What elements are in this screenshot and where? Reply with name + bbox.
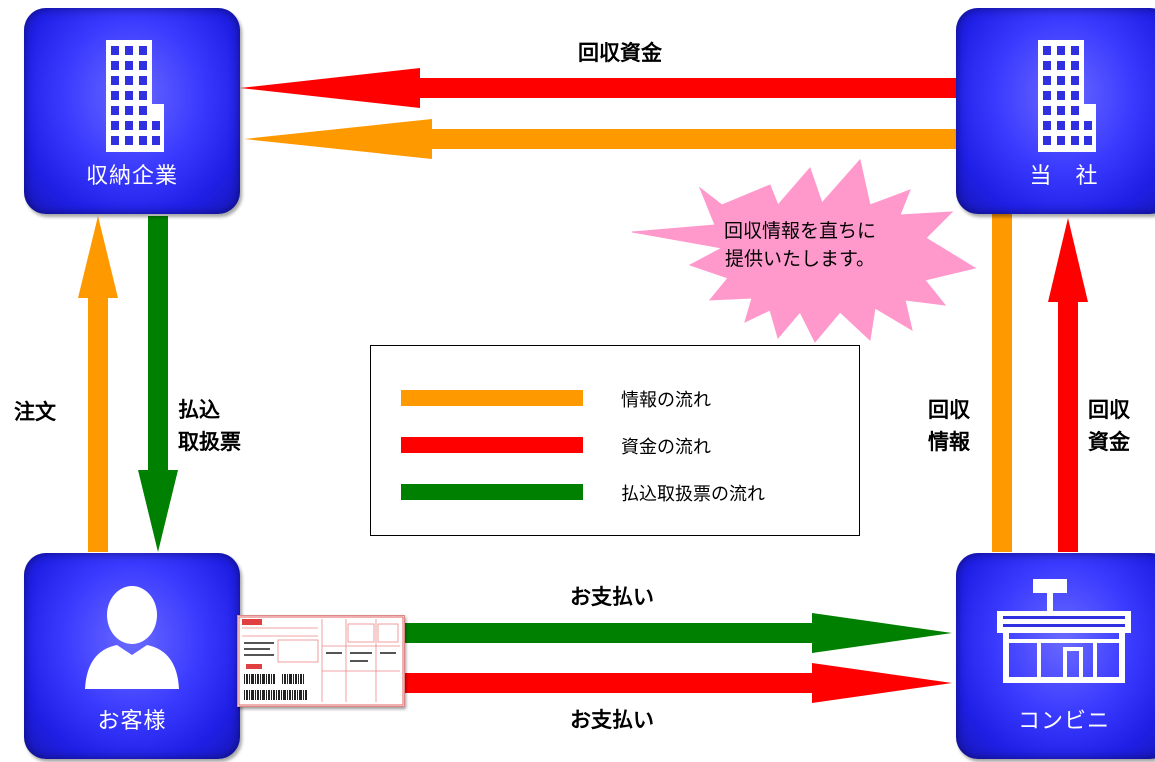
callout-burst xyxy=(631,158,977,343)
office-building-icon xyxy=(1038,40,1096,152)
label-funds-1: 回収 xyxy=(1088,398,1130,422)
node-company-label: 収納企業 xyxy=(85,164,178,189)
office-building-icon xyxy=(106,40,164,152)
legend-swatch-funds xyxy=(401,437,583,453)
legend-label-slip: 払込取扱票の流れ xyxy=(621,484,765,505)
node-convenience-store: コンビニ xyxy=(956,553,1155,759)
label-payment-bottom: お支払い xyxy=(570,708,654,732)
payment-slip-image xyxy=(237,615,405,707)
callout-line-1: 回収情報を直ちに xyxy=(723,220,876,242)
label-payment-top: お支払い xyxy=(570,585,654,609)
arrow-info-to-company xyxy=(244,119,1012,552)
label-top-funds: 回収資金 xyxy=(578,41,662,65)
arrow-funds-to-company xyxy=(240,68,958,108)
legend-label-info: 情報の流れ xyxy=(621,390,711,411)
callout-text: 回収情報を直ちに 提供いたします。 xyxy=(700,217,900,273)
legend: 情報の流れ 資金の流れ 払込取扱票の流れ xyxy=(370,345,860,536)
callout-line-2: 提供いたします。 xyxy=(724,248,876,270)
label-payment-slip-2: 取扱票 xyxy=(178,430,241,454)
node-our-company: 当 社 xyxy=(956,8,1155,214)
person-icon xyxy=(85,586,179,689)
node-company: 収納企業 xyxy=(24,8,240,214)
label-order: 注文 xyxy=(14,400,56,424)
arrow-payment-funds-to-store xyxy=(403,663,952,703)
legend-swatch-info xyxy=(401,390,583,406)
label-funds-2: 資金 xyxy=(1088,430,1130,454)
arrow-payment-slip-to-store xyxy=(403,613,952,653)
arrow-order xyxy=(78,216,118,552)
arrow-payment-slip xyxy=(138,216,178,552)
legend-swatch-slip xyxy=(401,484,583,500)
node-convenience-store-label: コンビニ xyxy=(1017,709,1110,734)
node-customer: お客様 xyxy=(24,553,240,759)
node-our-company-label: 当 社 xyxy=(1029,164,1099,189)
label-info-2: 情報 xyxy=(928,430,970,454)
legend-label-funds: 資金の流れ xyxy=(621,437,711,458)
arrow-funds-to-us xyxy=(1048,218,1088,552)
node-customer-label: お客様 xyxy=(97,709,167,734)
label-payment-slip-1: 払込 xyxy=(178,398,220,422)
payment-slip-graphic xyxy=(238,616,404,706)
label-info-1: 回収 xyxy=(928,398,970,422)
convenience-store-icon xyxy=(997,579,1131,683)
